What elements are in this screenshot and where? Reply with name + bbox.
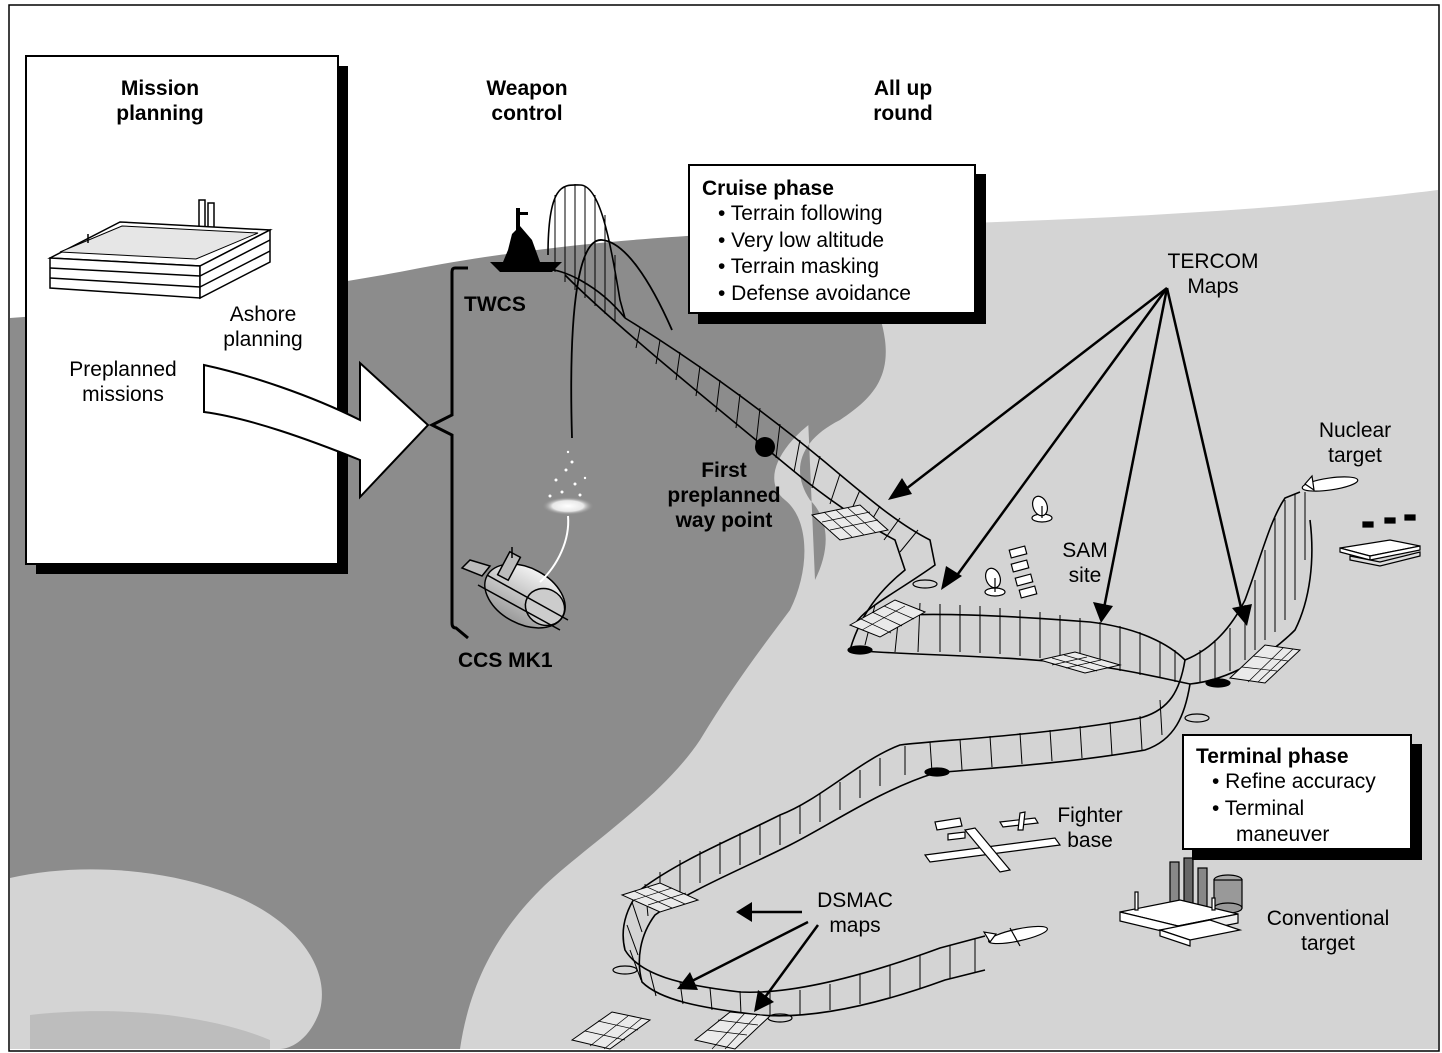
cruise-phase-box: Cruise phase • Terrain following • Very … [688,164,976,314]
sam-site-icon [984,495,1053,599]
dsmac-arrows [689,910,820,1001]
terminal-phase-box: Terminal phase • Refine accuracy • Termi… [1182,734,1412,850]
ship-icon [490,208,562,272]
twcs-label: TWCS [464,293,526,316]
terminal-phase-title: Terminal phase [1196,745,1349,768]
first-waypoint-marker [755,437,775,457]
terminal-phase-list: • Refine accuracy • Terminal maneuver [1196,769,1410,849]
tercom-arrows [901,287,1244,613]
mission-planning-box [25,55,339,565]
terminal-phase-item: maneuver [1236,823,1330,846]
terminal-phase-item: • Terminal [1212,796,1305,820]
fighter-base-icon [923,811,1062,873]
nuclear-target-icon [1301,474,1421,567]
underwater-trail [539,515,570,583]
submarine-icon [460,547,569,631]
cruise-phase-item: • Very low altitude [718,228,885,252]
island [10,869,322,1049]
surface-splash [542,497,594,515]
flight-path-curtain [554,184,1306,1016]
bracket [428,266,469,640]
terminal-phase-item: • Refine accuracy [1212,770,1376,793]
map-grid-lines [584,507,1294,1050]
waypoint-ellipses [612,579,1231,1023]
sub-launch-trajectory [570,239,673,439]
conventional-target-icon [1119,857,1243,947]
cruise-phase-item: • Defense avoidance [718,281,911,305]
cruise-phase-title: Cruise phase [702,177,834,200]
cruise-phase-item: • Terrain following [718,202,883,225]
mission-transfer-arrow [203,360,430,500]
dsmac-arrowheads [677,902,774,1012]
cruise-phase-item: • Terrain masking [718,255,880,278]
cruise-missile-icon [982,925,1048,947]
tercom-arrowheads [888,478,1252,626]
ccs-mk1-label: CCS MK1 [458,649,553,672]
ashore-building [47,199,273,300]
sea-inlet [800,232,886,580]
cruise-phase-list: • Terrain following • Very low altitude … [702,201,974,307]
ship-launch-curve [547,184,626,319]
spray-dots [548,450,587,498]
island-shadow [30,1011,270,1049]
